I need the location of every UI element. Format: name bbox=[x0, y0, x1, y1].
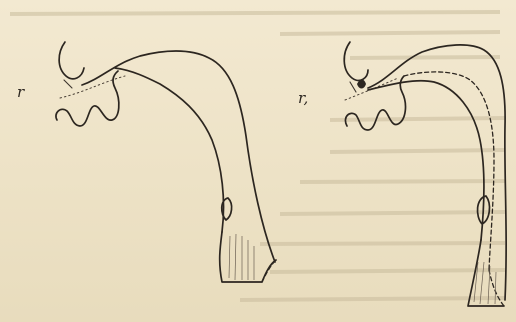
left-upper-teeth bbox=[64, 80, 72, 88]
left-larynx-hatching bbox=[229, 234, 254, 280]
right-tongue bbox=[368, 81, 484, 240]
left-palate-and-pharynx bbox=[82, 51, 275, 262]
left-lower-lip bbox=[56, 71, 119, 126]
right-upper-lip bbox=[344, 42, 368, 80]
right-cricoid-dashed bbox=[489, 270, 504, 306]
left-profile bbox=[56, 42, 276, 282]
paper-bleed-through bbox=[10, 12, 505, 300]
right-profile bbox=[344, 42, 506, 306]
left-tongue bbox=[115, 68, 224, 232]
left-upper-lip bbox=[59, 42, 84, 79]
left-profile-label: r bbox=[17, 85, 24, 100]
right-profile-label: r, bbox=[298, 91, 308, 106]
right-upper-teeth bbox=[350, 82, 356, 92]
